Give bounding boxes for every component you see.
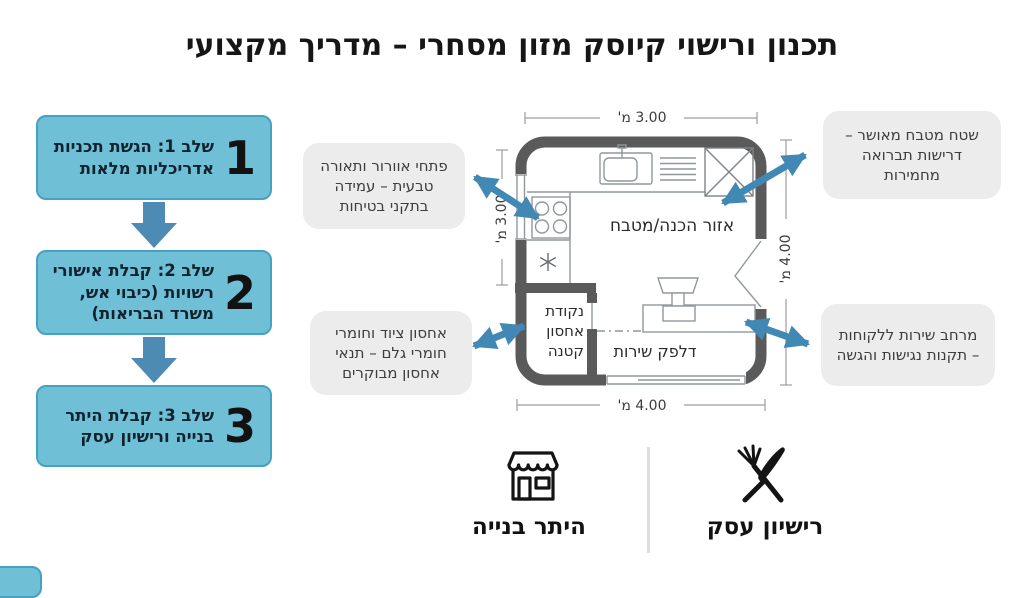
fork-knife-icon (737, 444, 785, 503)
arrow-shaft (143, 337, 165, 359)
floor-plan (496, 112, 792, 411)
arrow-head (131, 223, 177, 248)
stove-4-burner (531, 196, 571, 239)
building-permit-label: היתר בנייה (472, 514, 586, 540)
flow-down-arrow-1 (131, 202, 177, 248)
dim-left-label: 3.00 מ' (492, 179, 512, 259)
step-3-label: שלב 3: קבלת היתר בנייה ורישיון עסק (65, 405, 214, 446)
dim-bottom-label: 4.00 מ' (602, 396, 682, 416)
drainboard (660, 157, 696, 181)
arrow-shaft (143, 202, 165, 224)
partial-step-box-decoration (0, 566, 42, 598)
business-license-label: רישיון עסק (706, 514, 824, 540)
kitchen-area-label: אזור הכנה/מטבח (609, 216, 735, 236)
step-2-box: 2 שלב 2: קבלת אישורי רשויות (כיבוי אש, מ… (36, 250, 272, 335)
dim-right-label: 4.00 מ' (776, 219, 796, 299)
storage-walls (515, 283, 597, 378)
flow-down-arrow-2 (131, 337, 177, 383)
page-title: תכנון ורישוי קיוסק מזון מסחרי – מדריך מק… (185, 28, 839, 63)
dimension-lines (496, 112, 792, 411)
callout-ventilation: פתחי אוורור ותאורה טבעית – עמידה בתקני ב… (303, 143, 465, 229)
step-1-box: 1 שלב 1: הגשת תכניות אדריכליות מלאות (36, 115, 272, 200)
x-box-shaft (704, 147, 754, 197)
service-window (606, 372, 746, 387)
step-3-number: 3 (223, 399, 256, 453)
callout-storage: אחסון ציוד וחומרי חומרי גלם – תנאי אחסון… (310, 311, 472, 395)
sink (599, 144, 653, 185)
arrow-head (131, 358, 177, 383)
asterisk-symbol (539, 253, 557, 271)
storage-label: נקודת אחסון קטנה (545, 302, 584, 360)
infographic-canvas: { "title": "תכנון ורישוי קיוסק מזון מסחר… (0, 28, 1001, 598)
step-1-label: שלב 1: הגשת תכניות אדריכליות מלאות (53, 137, 214, 178)
window-left (513, 174, 529, 240)
dim-top-label: 3.00 מ' (602, 108, 682, 128)
step-3-box: 3 שלב 3: קבלת היתר בנייה ורישיון עסק (36, 385, 272, 467)
callout-kitchen-area: שטח מטבח מאושר – דרישות תברואה מחמירות (823, 111, 1001, 199)
step-2-label: שלב 2: קבלת אישורי רשויות (כיבוי אש, משר… (52, 261, 214, 324)
storefront-icon (507, 451, 559, 501)
door-opening (734, 239, 769, 309)
service-counter (642, 304, 756, 333)
callout-customer-area: מרחב שירות ללקוחות – תקנות נגישות והגשה (821, 304, 995, 386)
knife-blade (758, 447, 785, 482)
step-1-number: 1 (223, 130, 256, 185)
service-counter-label: דלפק שירות (613, 342, 697, 361)
cash-register (657, 277, 699, 322)
legend-divider (647, 447, 650, 553)
step-2-number: 2 (223, 265, 256, 320)
